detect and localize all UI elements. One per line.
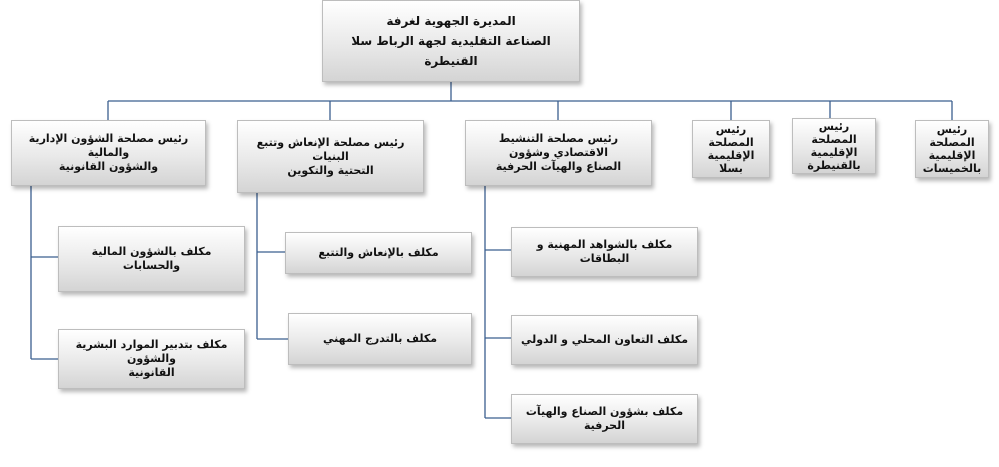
officer-finance-line1: مكلف بالشؤون المالية والحسابات <box>91 245 212 272</box>
department-admin-line2: والشؤون القانونية <box>58 160 159 173</box>
officer-finance-box: مكلف بالشؤون المالية والحسابات <box>58 226 245 292</box>
department-admin-box: رئيس مصلحة الشؤون الإدارية والمالية والش… <box>11 120 206 186</box>
regional-sale-line1: رئيس المصلحة <box>708 123 754 149</box>
regional-khemisset-line2: الإقليمية <box>928 149 976 162</box>
regional-kenitra-box: رئيس المصلحة الإقليمية بالقنيطرة <box>792 118 876 174</box>
regional-khemisset-box: رئيس المصلحة الإقليمية بالخميسات <box>915 120 989 178</box>
root-line2: الصناعة التقليدية لجهة الرباط سلا القنيط… <box>351 34 551 68</box>
regional-sale-box: رئيس المصلحة الإقليمية بسلا <box>692 120 770 178</box>
officer-certificates-line1: مكلف بالشواهد المهنية و البطاقات <box>536 238 673 265</box>
officer-certificates-box: مكلف بالشواهد المهنية و البطاقات <box>511 227 698 277</box>
regional-kenitra-line3: بالقنيطرة <box>807 159 861 172</box>
officer-cooperation-box: مكلف التعاون المحلي و الدولي <box>511 315 698 365</box>
department-promo-line2: التحتية والتكوين <box>287 163 374 177</box>
officer-artisans-line1: مكلف بشؤون الصناع والهيآت الحرفية <box>525 405 684 432</box>
department-econ-line1: رئيس مصلحة التنشيط الاقتصادي وشؤون <box>498 132 619 159</box>
regional-sale-line3: بسلا <box>719 162 743 175</box>
root-box: المديرة الجهوية لغرفة الصناعة التقليدية … <box>322 0 580 82</box>
department-econ-line2: الصناع والهيآت الحرفية <box>495 160 622 173</box>
officer-hr-line1: مكلف بتدبير الموارد البشرية والشؤون <box>75 338 228 365</box>
department-admin-line1: رئيس مصلحة الشؤون الإدارية والمالية <box>28 132 189 159</box>
officer-apprenticeship-box: مكلف بالتدرج المهني <box>288 313 472 365</box>
regional-sale-line2: الإقليمية <box>707 149 755 162</box>
officer-hr-line2: القانونية <box>128 366 175 379</box>
regional-kenitra-line2: الإقليمية <box>810 146 858 159</box>
officer-apprenticeship-line1: مكلف بالتدرج المهني <box>322 332 438 345</box>
department-econ-box: رئيس مصلحة التنشيط الاقتصادي وشؤون الصنا… <box>465 120 652 186</box>
department-promo-line1: رئيس مصلحة الإنعاش وتتبع البنيات <box>256 135 405 163</box>
officer-promotion-box: مكلف بالإنعاش والتتبع <box>285 232 472 274</box>
officer-hr-box: مكلف بتدبير الموارد البشرية والشؤون القا… <box>58 329 245 389</box>
department-promo-box: رئيس مصلحة الإنعاش وتتبع البنيات التحتية… <box>237 120 424 193</box>
officer-cooperation-line1: مكلف التعاون المحلي و الدولي <box>520 333 689 346</box>
regional-kenitra-line1: رئيس المصلحة <box>811 120 857 146</box>
officer-artisans-box: مكلف بشؤون الصناع والهيآت الحرفية <box>511 394 698 444</box>
regional-khemisset-line1: رئيس المصلحة <box>929 123 975 149</box>
root-line1: المديرة الجهوية لغرفة <box>386 14 516 28</box>
regional-khemisset-line3: بالخميسات <box>922 162 982 175</box>
officer-promotion-line1: مكلف بالإنعاش والتتبع <box>318 246 439 259</box>
